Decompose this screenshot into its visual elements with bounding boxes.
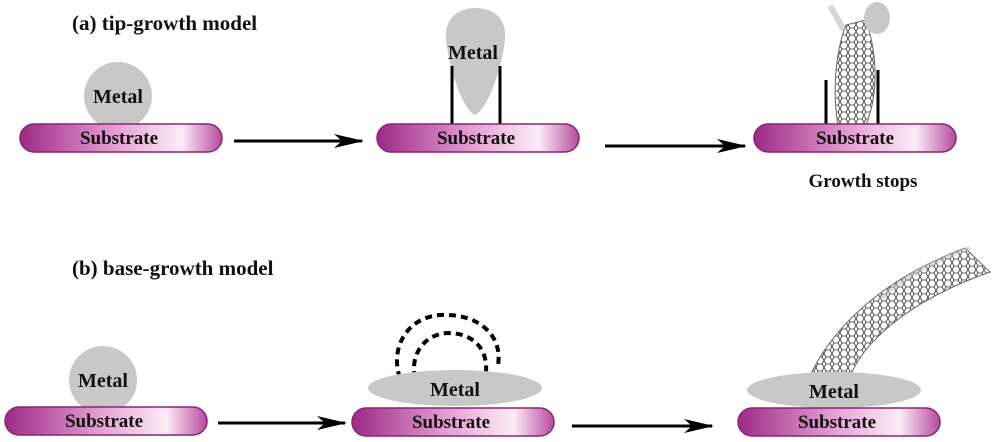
nanotube — [834, 19, 876, 126]
panel-b-title: (b) base-growth model — [72, 256, 274, 280]
panel-a-title: (a) tip-growth model — [72, 11, 257, 35]
panel-a-stage-1: Metal Substrate — [19, 62, 223, 153]
panel-b-stage-2: Metal Substrate — [351, 312, 555, 437]
metal-particle — [84, 62, 152, 130]
metal-droplet — [445, 8, 506, 115]
growth-stops-caption: Growth stops — [809, 171, 918, 192]
metal-flat — [747, 372, 921, 408]
panel-a-stage-3: Substrate Growth stops — [753, 2, 957, 192]
substrate-label: Substrate — [412, 412, 490, 433]
substrate-label: Substrate — [65, 411, 143, 432]
panel-b-stage-1: Metal Substrate — [4, 346, 208, 436]
nanotube — [807, 247, 991, 383]
substrate-label: Substrate — [80, 128, 158, 149]
nanotube-shadow — [827, 4, 847, 32]
panel-a-stage-2: Metal Substrate — [376, 8, 580, 153]
substrate-label: Substrate — [816, 128, 894, 149]
metal-label: Metal — [93, 86, 143, 108]
metal-label: Metal — [430, 379, 480, 401]
metal-label: Metal — [809, 381, 859, 403]
metal-particle — [69, 346, 137, 414]
substrate-bar — [4, 406, 208, 436]
metal-flat — [368, 370, 542, 406]
carbon-cap-inner — [411, 330, 489, 379]
nanotube-shadow — [878, 246, 971, 302]
substrate-bar — [19, 123, 223, 153]
carbon-cap-outer — [394, 312, 501, 379]
metal-tip — [864, 2, 890, 34]
metal-label: Metal — [78, 370, 128, 392]
metal-label: Metal — [448, 42, 498, 64]
substrate-bar — [376, 123, 580, 153]
substrate-label: Substrate — [437, 128, 515, 149]
panel-b-stage-3: Metal Substrate — [737, 246, 991, 437]
substrate-bar — [753, 123, 957, 153]
substrate-bar — [737, 407, 941, 437]
substrate-label: Substrate — [798, 412, 876, 433]
substrate-bar — [351, 407, 555, 437]
